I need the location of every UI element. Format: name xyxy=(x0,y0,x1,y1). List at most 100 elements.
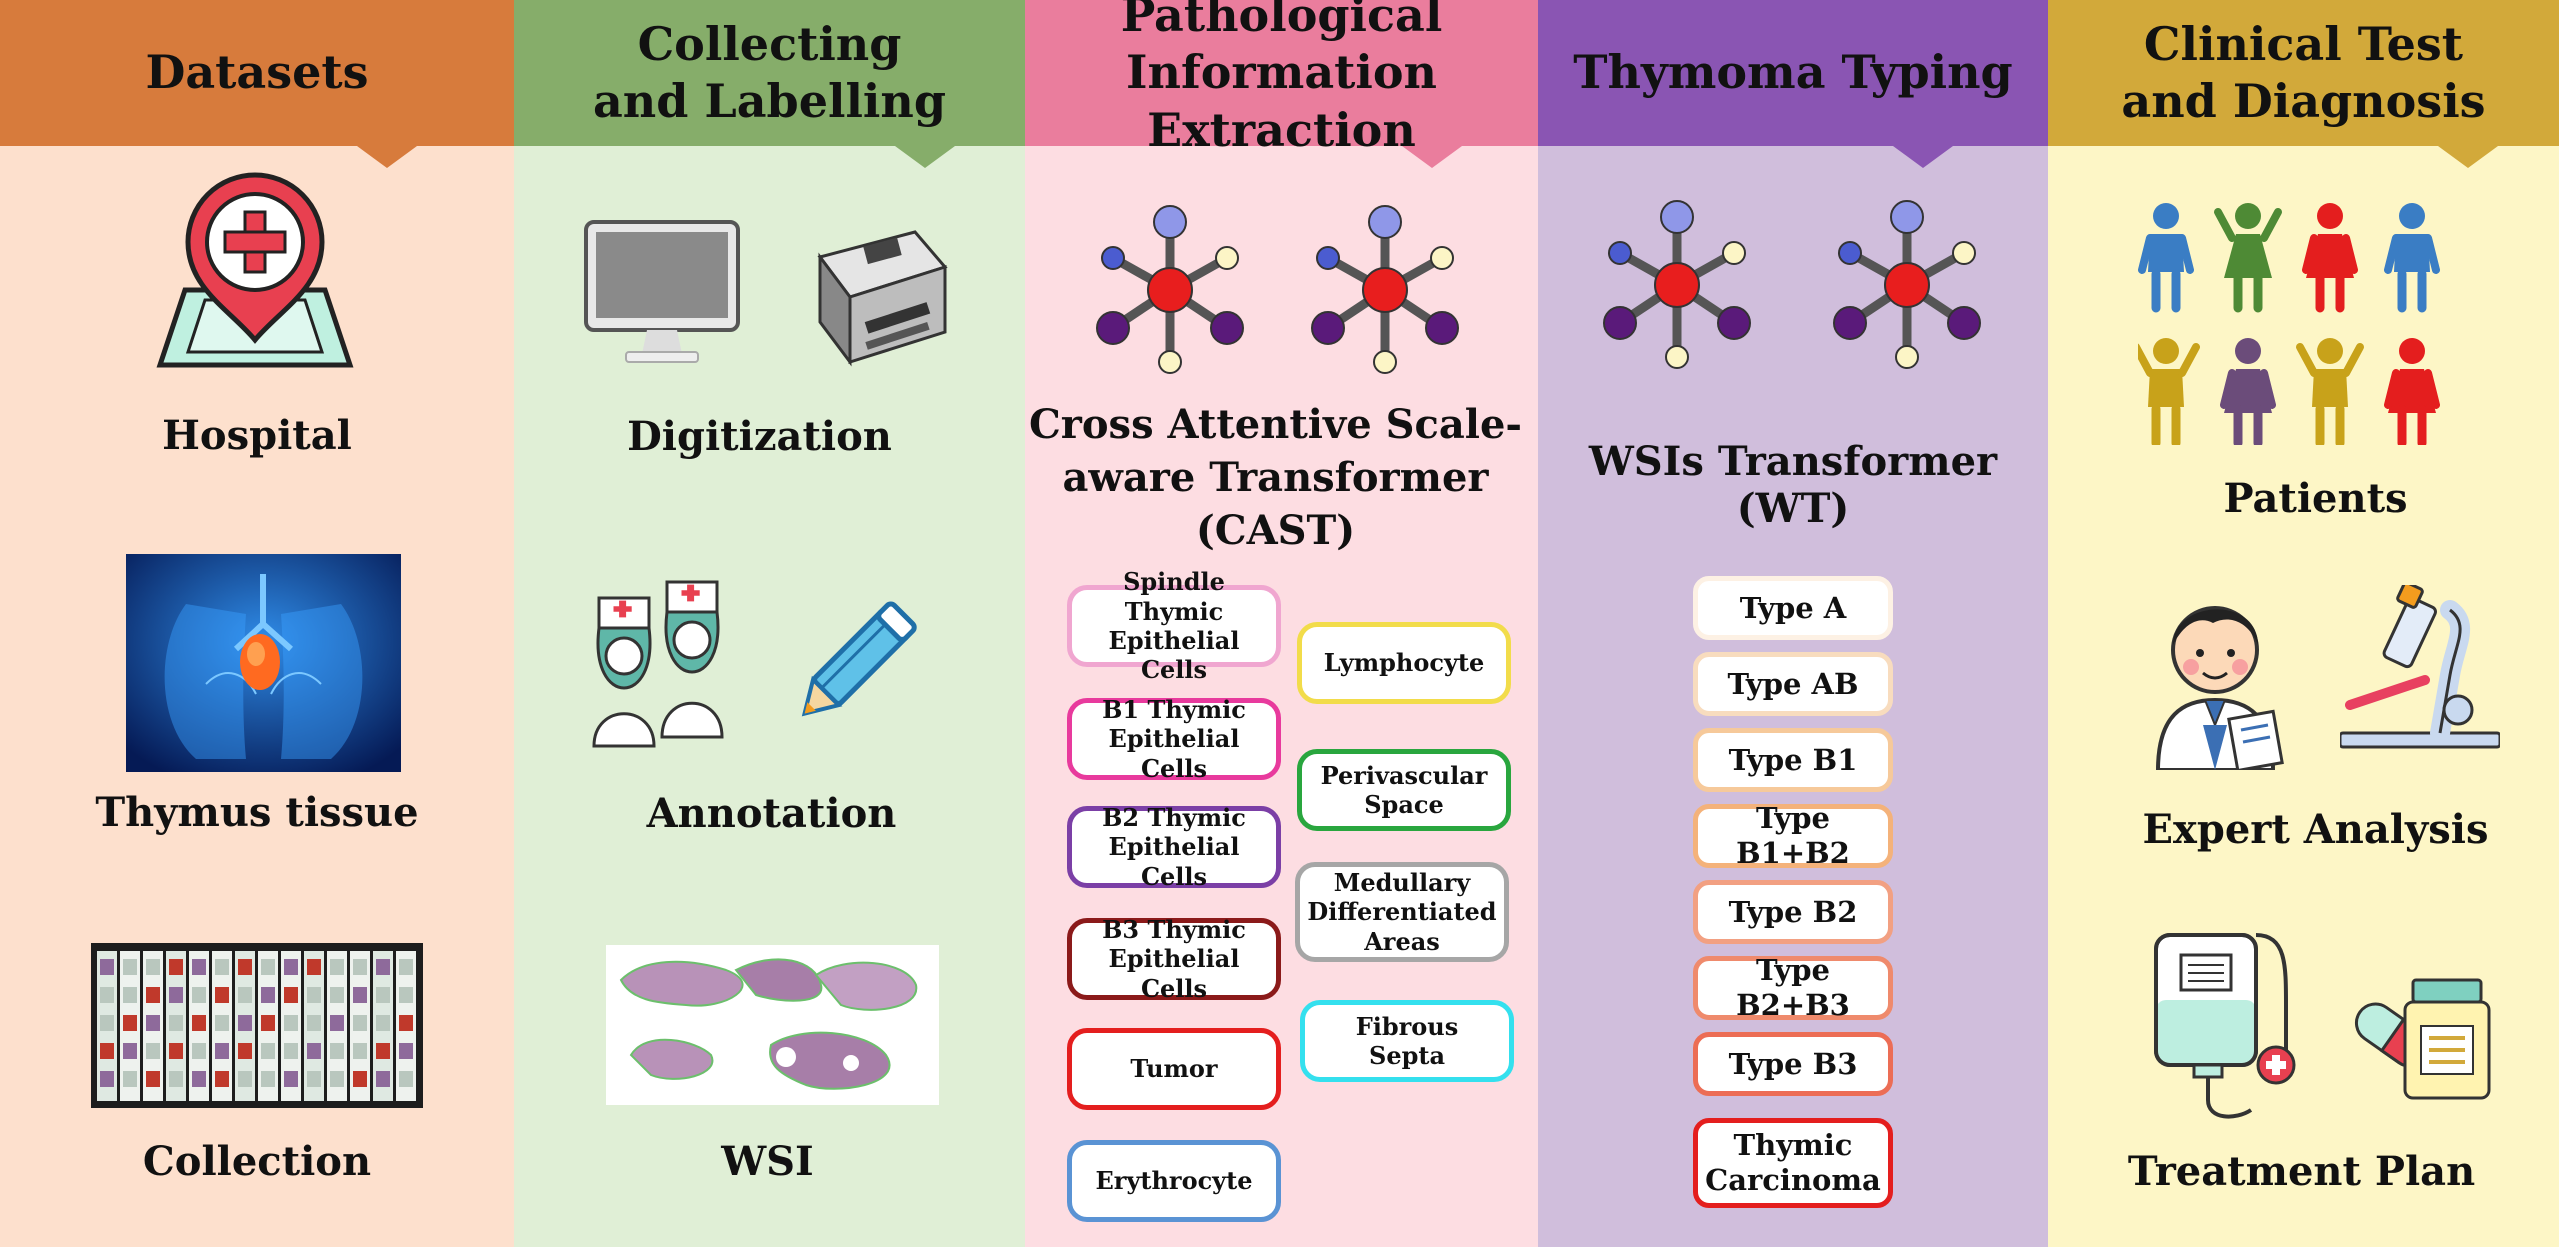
label-line: Type B1 xyxy=(1728,742,1858,777)
item-label: Annotation xyxy=(646,790,897,837)
model-name-line: (CAST) xyxy=(1195,507,1356,555)
hospital-icon xyxy=(156,172,354,368)
item-label: Thymus tissue xyxy=(95,789,419,836)
label-box: Type B1 xyxy=(1693,728,1893,792)
label-box: Type B2 xyxy=(1693,880,1893,944)
label-line: Thymic xyxy=(1733,1128,1853,1163)
header-line: Information Extraction xyxy=(1126,45,1437,157)
label-line: Type B2+B3 xyxy=(1736,953,1850,1022)
medicine-icon xyxy=(2354,978,2491,1100)
label-line: B3 Thymic xyxy=(1102,915,1246,945)
pencil-icon xyxy=(801,601,917,717)
label-line: Septa xyxy=(1368,1041,1446,1070)
label-box: Type B3 xyxy=(1693,1032,1893,1096)
monitor-icon xyxy=(584,220,740,363)
iv-drip-icon xyxy=(2154,933,2296,1119)
header-line: Clinical Test xyxy=(2143,16,2464,71)
label-box: Tumor xyxy=(1067,1028,1281,1110)
label-line: Epithelial Cells xyxy=(1108,944,1240,1003)
label-line: Fibrous xyxy=(1355,1011,1459,1041)
transformer-network-icon xyxy=(1096,205,1244,374)
header-line: Collecting xyxy=(637,16,902,71)
wsi-slide-image xyxy=(606,945,939,1105)
thymus-tissue-image xyxy=(126,554,401,772)
label-line: B2 Thymic xyxy=(1102,803,1246,833)
label-box: Type AB xyxy=(1693,652,1893,716)
header-line: and Labelling xyxy=(592,74,947,128)
microscope-icon xyxy=(2340,585,2500,749)
column-header: Thymoma Typing xyxy=(1538,0,2048,146)
patients-icon xyxy=(2138,203,2440,445)
label-box: Type B1+B2 xyxy=(1693,801,1893,870)
label-line: B1 Thymic xyxy=(1102,695,1246,725)
label-line: Differentiated xyxy=(1307,897,1497,927)
item-label: Patients xyxy=(2223,475,2408,522)
label-box: Type A xyxy=(1693,576,1893,640)
header-pointer xyxy=(1402,146,1462,168)
model-name: Cross Attentive Scale- aware Transformer… xyxy=(1025,398,1532,558)
item-label: WSI xyxy=(721,1138,814,1185)
column-header: Datasets xyxy=(0,0,514,146)
label-line: Medullary xyxy=(1333,868,1471,898)
label-line: Type B2 xyxy=(1728,894,1858,929)
transformer-network-icon xyxy=(1833,200,1981,369)
doctor-icon xyxy=(2155,606,2284,770)
item-label: Digitization xyxy=(627,413,892,460)
label-line: Areas xyxy=(1364,926,1440,956)
model-name-line: aware Transformer xyxy=(1062,454,1489,502)
header-line: Pathological xyxy=(1120,0,1443,42)
item-label: Treatment Plan xyxy=(2127,1148,2476,1195)
label-line: Type AB xyxy=(1727,666,1859,701)
header-line: Thymoma Typing xyxy=(1573,45,2013,100)
header-pointer xyxy=(357,146,417,168)
header-line: Datasets xyxy=(145,45,369,100)
label-line: Perivascular xyxy=(1320,760,1488,790)
model-name-line: Cross Attentive Scale- xyxy=(1028,401,1523,448)
header-pointer xyxy=(1893,146,1953,168)
header-pointer xyxy=(2438,146,2498,168)
label-line: Spindle Thymic xyxy=(1123,567,1225,626)
label-line: Carcinoma xyxy=(1705,1163,1881,1197)
nurses-icon xyxy=(592,580,724,748)
slide-collection-image xyxy=(91,943,423,1108)
label-line: Lymphocyte xyxy=(1323,648,1485,678)
transformer-network-icon xyxy=(1603,200,1751,369)
column-datasets: Datasets Hospital Thymus tissue Coll xyxy=(0,0,514,1247)
column-thymoma-typing: Thymoma Typing WSIs Transformer (WT) Typ… xyxy=(1538,0,2048,1247)
item-label: Expert Analysis xyxy=(2142,806,2489,853)
item-label: Hospital xyxy=(162,412,352,459)
header-line: and Diagnosis xyxy=(2121,74,2486,128)
label-line: Type A xyxy=(1739,590,1847,625)
label-line: Type B1+B2 xyxy=(1736,801,1850,870)
label-line: Epithelial Cells xyxy=(1108,832,1240,891)
label-line: Epithelial Cells xyxy=(1108,724,1240,783)
item-label: Collection xyxy=(142,1138,372,1185)
label-line: Space xyxy=(1364,790,1444,819)
label-line: Type B3 xyxy=(1728,1046,1858,1081)
label-line: Erythrocyte xyxy=(1095,1166,1253,1196)
label-box: Lymphocyte xyxy=(1297,622,1511,704)
model-name: WSIs Transformer (WT) xyxy=(1588,438,1998,532)
label-box: Erythrocyte xyxy=(1067,1140,1281,1222)
label-line: Tumor xyxy=(1130,1054,1218,1084)
header-pointer xyxy=(895,146,955,168)
slide-scanner-icon xyxy=(817,230,948,367)
label-box: Type B2+B3 xyxy=(1693,953,1893,1022)
label-line: Epithelial Cells xyxy=(1108,626,1240,685)
transformer-network-icon xyxy=(1311,205,1459,374)
